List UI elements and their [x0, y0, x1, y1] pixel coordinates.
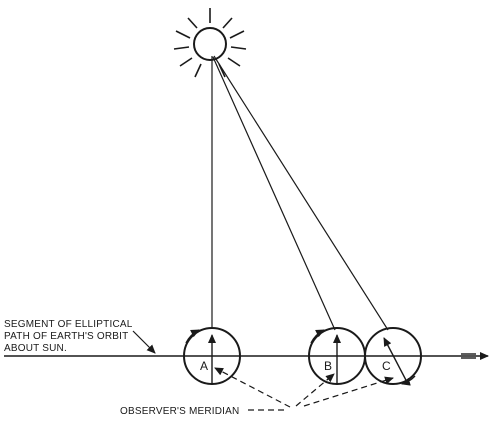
caption-leader-arrow	[132, 330, 156, 354]
observer-meridian-label: OBSERVER'S MERIDIAN	[120, 406, 239, 417]
orbit-caption: SEGMENT OF ELLIPTICAL PATH OF EARTH'S OR…	[4, 319, 133, 354]
sun-ray-b	[212, 56, 336, 331]
position-label-c: C	[382, 359, 391, 373]
position-label-a: A	[200, 359, 208, 373]
orbit-caption-line-2: PATH OF EARTH'S ORBIT	[4, 331, 128, 342]
meridian-leaders	[214, 367, 394, 408]
sun-icon	[173, 8, 247, 78]
orbit-caption-line-1: SEGMENT OF ELLIPTICAL	[4, 319, 133, 330]
earth-position-a: A	[183, 327, 241, 385]
orbit-caption-line-3: ABOUT SUN.	[4, 343, 67, 354]
sun-ray-c	[213, 55, 389, 331]
orbit-direction-dash	[461, 353, 476, 359]
position-label-b: B	[324, 359, 332, 373]
